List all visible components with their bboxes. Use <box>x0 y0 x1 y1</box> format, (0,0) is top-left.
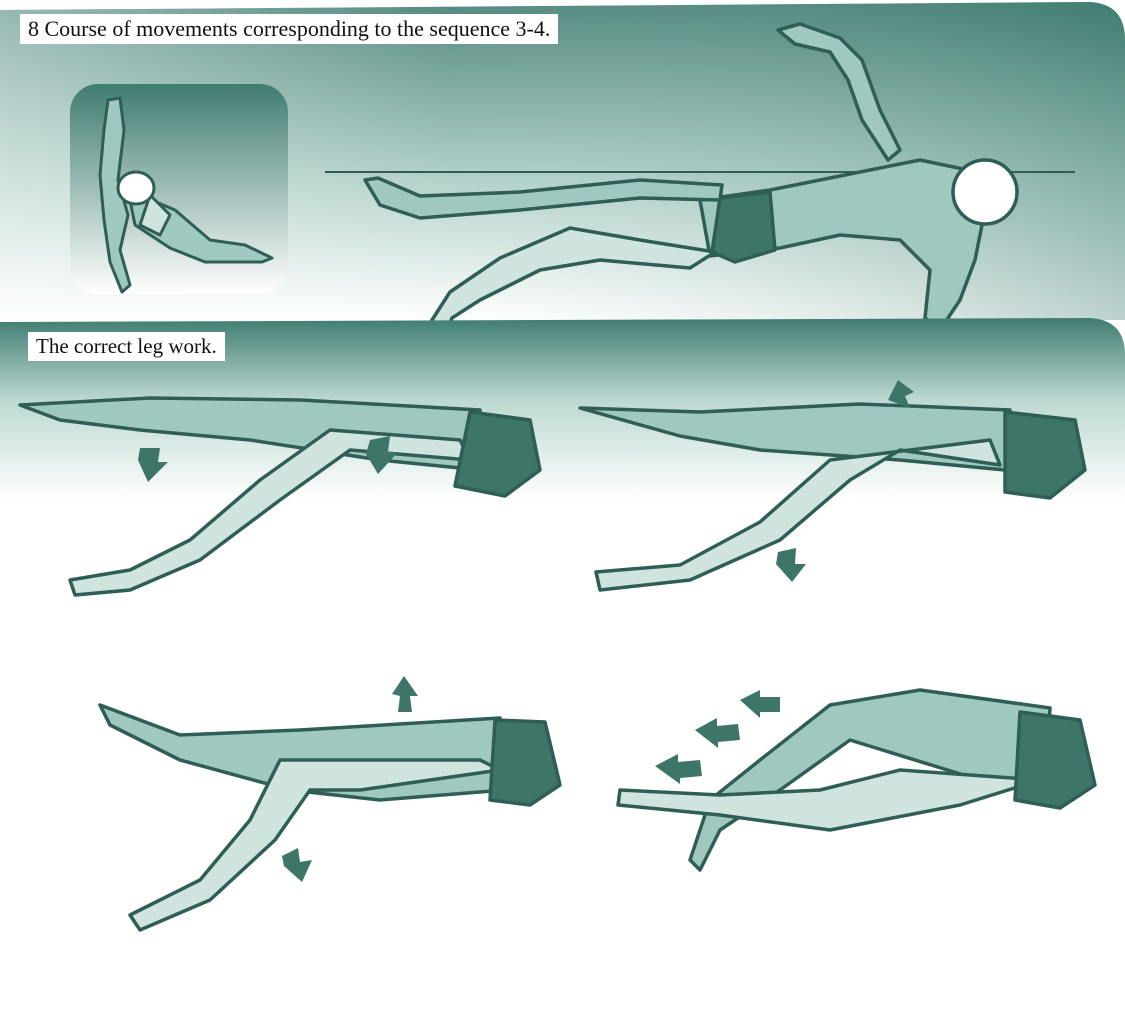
arrow-down-icon <box>282 848 312 882</box>
arrow-down-icon <box>776 548 806 582</box>
figure-caption-bottom: The correct leg work. <box>28 332 225 361</box>
legs-phase-4 <box>618 690 1095 870</box>
arrow-left-icon <box>740 690 780 718</box>
arrow-left-icon <box>695 718 740 748</box>
arrow-up-icon <box>392 676 418 712</box>
arrow-left-icon <box>655 754 702 784</box>
figure-caption-top: 8 Course of movements corresponding to t… <box>20 14 558 44</box>
legs-phase-3 <box>100 705 560 930</box>
